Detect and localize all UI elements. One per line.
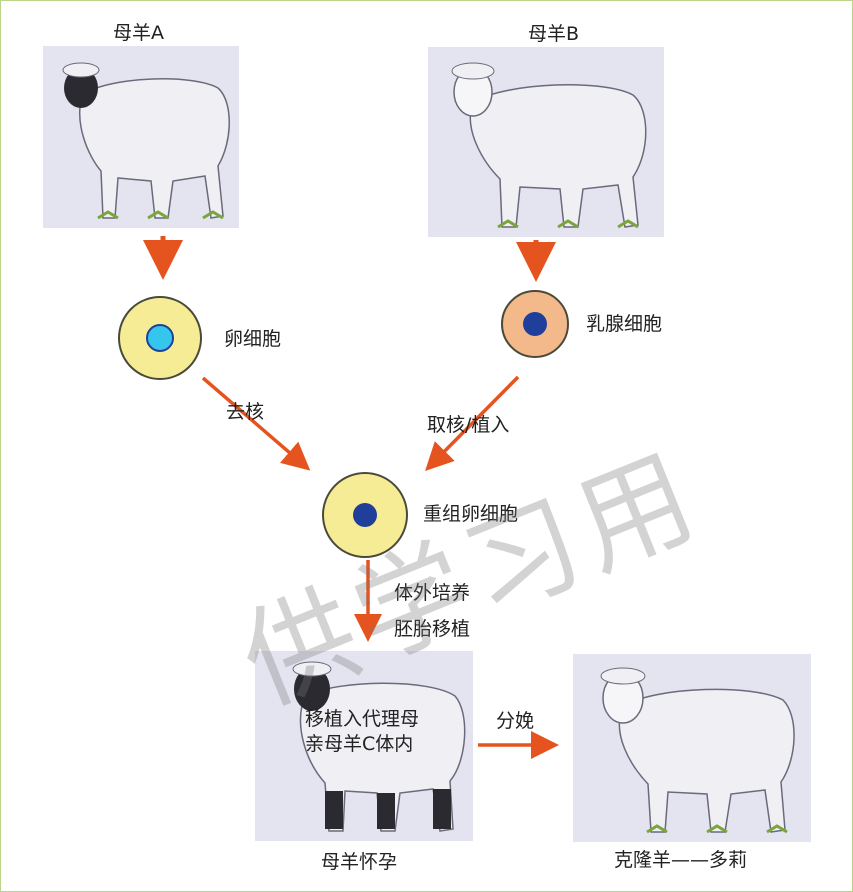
extract-implant-label: 取核/植入 (427, 414, 510, 436)
recombined-nucleus (353, 503, 377, 527)
egg-cell-label: 卵细胞 (224, 328, 282, 350)
sheep-b-label: 母羊B (528, 23, 580, 45)
clone-sheep-panel (573, 654, 811, 842)
sheep-b-image (451, 62, 647, 229)
birth-label: 分娩 (496, 710, 535, 732)
implant-caption-line1: 移植入代理母 (305, 708, 420, 730)
recombined-cell-label: 重组卵细胞 (423, 503, 519, 525)
implant-caption: 移植入代理母 亲母羊C体内 (305, 707, 419, 757)
mammary-cell-label: 乳腺细胞 (586, 313, 663, 335)
arrow-egg-to-recombined (201, 376, 311, 471)
sheep-a-image (62, 62, 230, 220)
pregnant-sheep-image (292, 661, 466, 832)
arrow-mammary-to-recombined (425, 375, 520, 471)
sheep-a-label: 母羊A (113, 22, 164, 44)
pregnant-sheep-panel (255, 651, 473, 841)
implant-caption-line2: 亲母羊C体内 (305, 733, 414, 755)
egg-nucleus (146, 324, 174, 352)
enucleate-label: 去核 (226, 401, 265, 423)
transfer-label: 胚胎移植 (394, 618, 471, 640)
mammary-nucleus (523, 312, 547, 336)
clone-sheep-label: 克隆羊——多莉 (614, 849, 748, 871)
pregnant-sheep-label: 母羊怀孕 (321, 851, 398, 873)
clone-sheep-image (600, 667, 795, 834)
sheep-b-panel (428, 47, 664, 237)
sheep-a-panel (43, 46, 239, 228)
culture-label: 体外培养 (394, 582, 471, 604)
